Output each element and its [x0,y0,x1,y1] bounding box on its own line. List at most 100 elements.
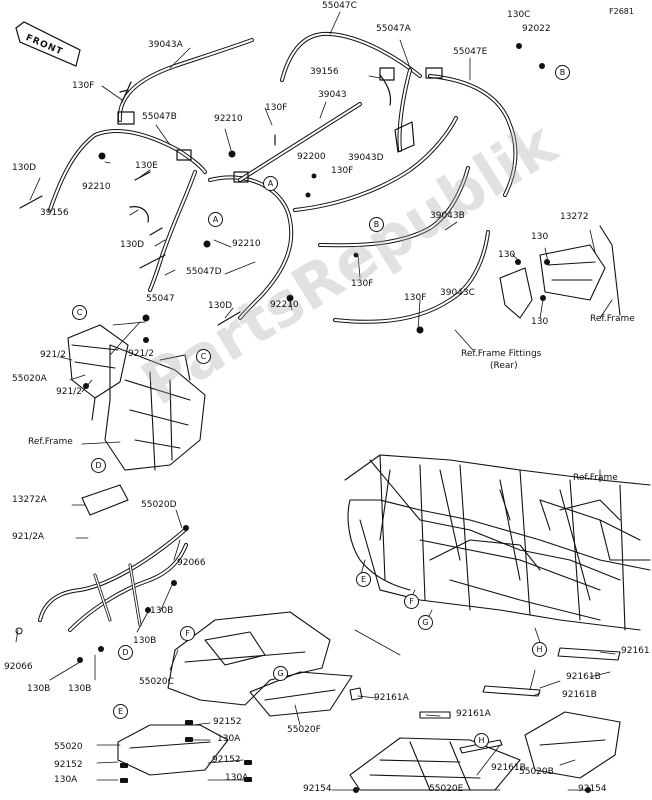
callout-h: H [532,642,547,657]
part-label-130d: 130D [12,163,37,173]
part-label-130f: 130F [331,166,354,176]
part-label-921-2: 921/2 [128,349,154,359]
callout-f: F [180,626,195,641]
part-label-92161b: 92161B [562,690,597,700]
callout-a: A [263,176,278,191]
part-label-39043c: 39043C [440,288,475,298]
part-label-92152: 92152 [213,717,242,727]
callout-c: C [196,349,211,364]
part-label-92161a: 92161A [456,709,491,719]
part-label-55047d: 55047D [186,267,222,277]
callout-g: G [273,666,288,681]
part-label-130f: 130F [72,81,95,91]
part-label-130b: 130B [68,684,92,694]
part-label-921-2: 921/2 [40,350,66,360]
part-label-130: 130 [531,232,549,242]
part-label-55020f: 55020F [287,725,321,735]
callout-g: G [418,615,433,630]
part-label-92154: 92154 [303,784,332,794]
part-label-92066: 92066 [177,558,206,568]
part-label-55020b: 55020B [519,767,554,777]
bolts [19,81,276,326]
part-label-92022: 92022 [522,24,551,34]
part-label-55047e: 55047E [453,47,488,57]
part-label-55020c: 55020C [139,677,174,687]
part-label-130a: 130A [225,773,249,783]
callout-f: F [404,594,419,609]
ref-frame-fittings-label: Ref.Frame Fittings [461,349,542,359]
part-label-92161b: 92161B [566,672,601,682]
part-label-55020d: 55020D [141,500,177,510]
part-label-130f: 130F [265,103,288,113]
part-label-130a: 130A [54,775,78,785]
part-label-92210: 92210 [232,239,261,249]
rear-frame-fittings [499,225,621,319]
part-label-39156: 39156 [310,67,339,77]
part-label-92161a: 92161A [374,693,409,703]
ref-frame-label-a: Ref.Frame [573,473,618,483]
part-label-92161b: 92161B [491,763,526,773]
part-label-92200: 92200 [297,152,326,162]
part-label-92152: 92152 [54,760,83,770]
callout-e: E [113,704,128,719]
part-label-130c: 130C [507,10,531,20]
callout-h: H [474,733,489,748]
callout-d: D [118,645,133,660]
ref-frame-fittings-rear-label: (Rear) [490,361,518,371]
ref-frame-label-c: Ref.Frame [28,437,73,447]
figure-id: F2681 [609,7,634,16]
part-label-55020a: 55020A [12,374,47,384]
vehicle-frame-illustration [344,454,651,631]
part-label-130b: 130B [150,606,174,616]
part-label-55047a: 55047A [376,24,411,34]
part-label-921-2: 921/2 [56,387,82,397]
bracket-13272a [81,484,129,516]
part-label-130: 130 [498,250,516,260]
part-label-55047: 55047 [146,294,175,304]
part-label-92161: 92161 [621,646,650,656]
part-label-55020e: 55020E [429,784,464,794]
leader-lines [15,11,616,791]
part-label-13272: 13272 [560,212,589,222]
callout-b: B [555,65,570,80]
part-label-130e: 130E [135,161,158,171]
callout-e: E [356,572,371,587]
part-label-55047b: 55047B [142,112,177,122]
callout-d: D [91,458,106,473]
skid-plates [117,611,621,791]
callout-c: C [72,305,87,320]
part-label-130b: 130B [27,684,51,694]
part-label-39043a: 39043A [148,40,183,50]
part-label-55020: 55020 [54,742,83,752]
callout-b: B [369,217,384,232]
tube-brackets [117,67,443,223]
front-guard-assembly [67,324,206,471]
part-label-39156: 39156 [40,208,69,218]
part-label-13272a: 13272A [12,495,47,505]
front-direction-arrow [14,20,84,70]
part-label-39043: 39043 [318,90,347,100]
part-label-92066: 92066 [4,662,33,672]
part-label-130d: 130D [208,301,233,311]
part-label-39043b: 39043B [430,211,465,221]
part-label-921-2a: 921/2A [12,532,45,542]
part-label-92210: 92210 [214,114,243,124]
part-label-55047c: 55047C [322,1,357,11]
fasteners [15,43,591,793]
part-label-130d: 130D [120,240,145,250]
part-label-130b: 130B [133,636,157,646]
part-label-39043d: 39043D [348,153,384,163]
ref-frame-label-b: Ref.Frame [590,314,635,324]
part-label-92154: 92154 [578,784,607,794]
part-label-130a: 130A [217,734,241,744]
part-label-92152: 92152 [212,755,241,765]
part-label-92210: 92210 [82,182,111,192]
part-label-130f: 130F [351,279,374,289]
front-bumper [38,528,188,632]
part-label-92210: 92210 [270,300,299,310]
part-label-130: 130 [531,317,549,327]
part-label-130f: 130F [404,293,427,303]
callout-a: A [208,212,223,227]
